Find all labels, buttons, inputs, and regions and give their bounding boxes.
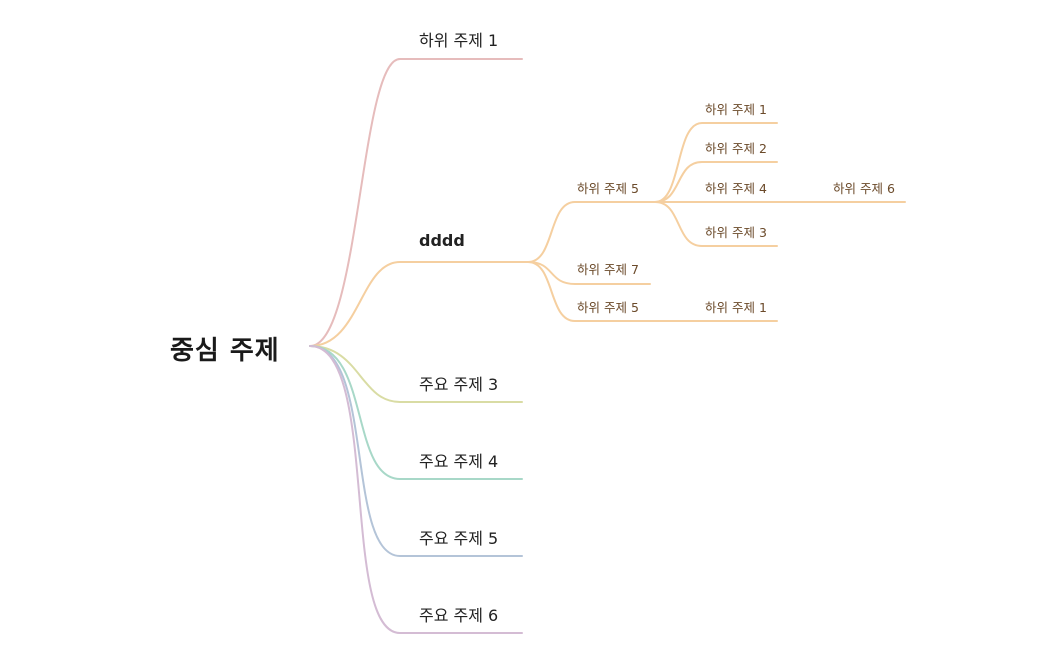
connector-dddd-sub5b [527, 261, 778, 322]
connector-branch-5 [309, 345, 523, 557]
subtopic-5b-1[interactable]: 하위 주제 1 [705, 300, 767, 315]
connector-sub5-sub2 [654, 161, 778, 203]
connector-dddd-sub5 [527, 201, 656, 263]
branch-topic-6[interactable]: 주요 주제 6 [419, 606, 499, 625]
subtopic-5-2[interactable]: 하위 주제 2 [705, 141, 767, 156]
connector-sub5-sub3 [654, 201, 778, 247]
branch-topic-3[interactable]: 주요 주제 3 [419, 375, 499, 394]
connector-sub5-sub1 [654, 122, 778, 203]
branch-topic-4[interactable]: 주요 주제 4 [419, 452, 499, 471]
connector-branch-4 [309, 345, 523, 480]
connector-branch-3 [309, 345, 523, 403]
branch-topic-dddd[interactable]: dddd [419, 231, 465, 250]
subtopic-dddd-5b[interactable]: 하위 주제 5 [577, 300, 639, 315]
connector-branch-2 [309, 261, 529, 347]
subtopic-dddd-5[interactable]: 하위 주제 5 [577, 181, 639, 196]
central-topic[interactable]: 중심 주제 [170, 336, 280, 366]
subtopic-4-6[interactable]: 하위 주제 6 [833, 181, 895, 196]
subtopic-dddd-7[interactable]: 하위 주제 7 [577, 262, 639, 277]
connector-branch-1 [309, 58, 523, 347]
connector-branch-6 [309, 345, 523, 634]
branch-topic-5[interactable]: 주요 주제 5 [419, 529, 499, 548]
subtopic-5-4[interactable]: 하위 주제 4 [705, 181, 767, 196]
connector-dddd-sub7 [527, 261, 651, 285]
branch-topic-1[interactable]: 하위 주제 1 [419, 31, 499, 50]
subtopic-5-1[interactable]: 하위 주제 1 [705, 102, 767, 117]
subtopic-5-3[interactable]: 하위 주제 3 [705, 225, 767, 240]
